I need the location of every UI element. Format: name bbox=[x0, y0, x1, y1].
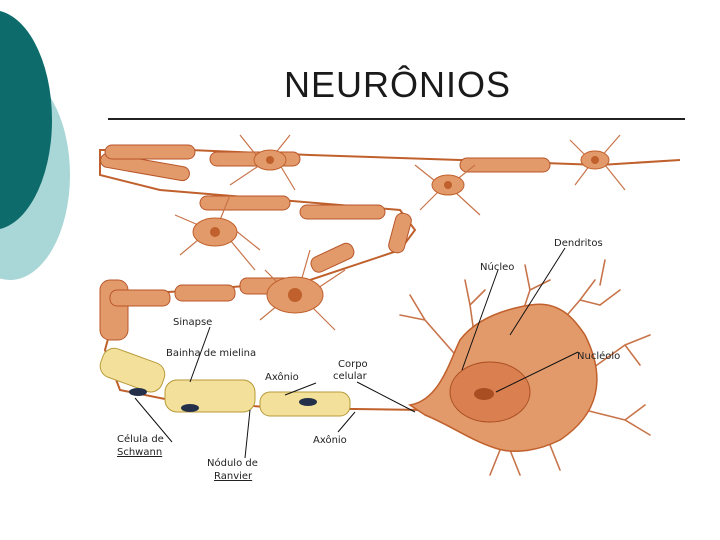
label-corpo: Corpo bbox=[338, 359, 368, 370]
label-axonio-bottom: Axônio bbox=[313, 434, 347, 446]
label-nucleolo: Nucléolo bbox=[577, 350, 620, 362]
label-ranvier: Ranvier bbox=[214, 471, 253, 482]
cell-body bbox=[410, 304, 597, 451]
myelin-segments bbox=[99, 145, 550, 340]
label-celula-de: Célula de bbox=[117, 433, 164, 445]
slide-decoration bbox=[0, 0, 90, 300]
neuron-diagram: Dendritos Núcleo Nucléolo Sinapse Bainha… bbox=[80, 130, 690, 490]
slide-title: NEURÔNIOS bbox=[110, 64, 685, 106]
label-dendritos: Dendritos bbox=[554, 238, 603, 249]
title-divider bbox=[108, 118, 685, 120]
label-nodulo-de: Nódulo de bbox=[207, 457, 258, 469]
label-schwann: Schwann bbox=[117, 447, 162, 458]
nucleolus bbox=[474, 388, 494, 400]
label-celular: celular bbox=[333, 371, 368, 382]
label-sinapse: Sinapse bbox=[173, 317, 212, 328]
label-bainha-de-mielina: Bainha de mielina bbox=[166, 348, 256, 359]
label-nucleo: Núcleo bbox=[480, 261, 514, 273]
label-axonio-top: Axônio bbox=[265, 371, 299, 383]
